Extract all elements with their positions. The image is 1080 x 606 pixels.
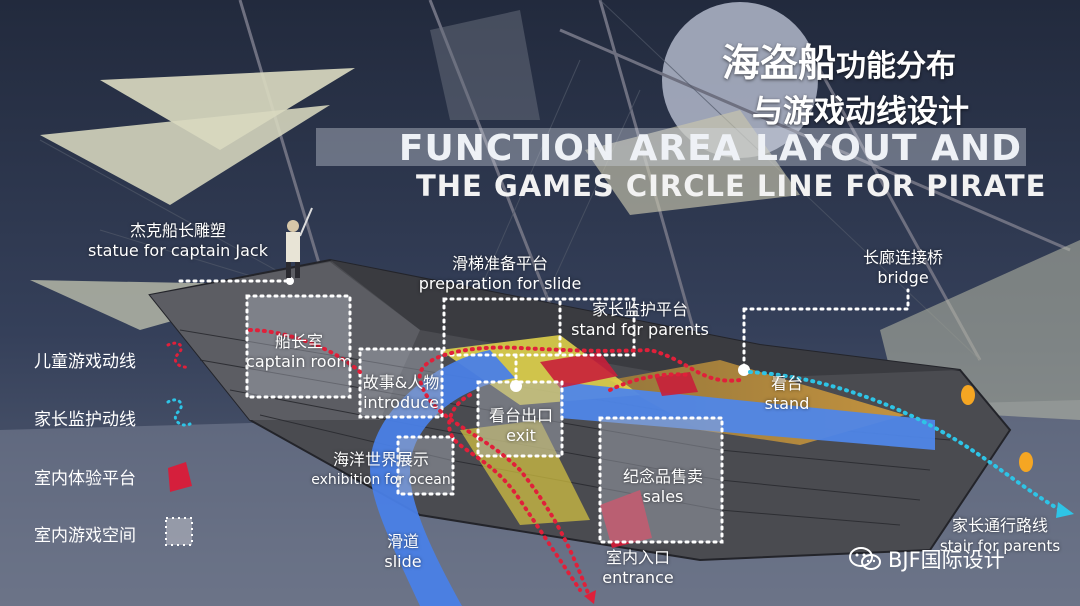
label-stand: 看台 stand [756,374,818,414]
introduce-box [358,347,444,419]
title-cn-line2: 与游戏动线设计 [752,94,969,130]
lanterns [961,385,1033,472]
hull-top [330,260,960,380]
parents-route-arrow [1056,502,1074,518]
parents-route [748,370,1062,512]
label-parents-route-en: stair for parents [939,537,1061,555]
label-slide: 滑道 slide [370,532,436,572]
label-introduce: 故事&人物 introduce [354,373,448,413]
legend-parents-route: 家长监护动线 [34,410,136,430]
exit-marker [510,380,522,392]
sail-center [585,110,800,215]
label-slide-cn: 滑道 [386,532,419,551]
title-en-line1-banner: FUNCTION AREA LAYOUT AND [316,128,1026,169]
bow [150,262,420,420]
children-route-arrow [584,590,596,604]
title-en-line1: FUNCTION AREA LAYOUT AND [398,128,1022,169]
label-bridge-cn: 长廊连接桥 [862,248,943,267]
label-exit: 看台出口 exit [476,406,566,446]
wechat-icon [849,547,881,570]
ocean-box [396,435,455,496]
label-bridge-en: bridge [877,268,929,287]
label-stand-cn: 看台 [770,374,803,393]
label-slide-prep-cn: 滑梯准备平台 [451,254,548,273]
label-parents-stand: 家长监护平台 stand for parents [560,300,720,340]
label-entrance-en: entrance [602,568,674,587]
stand-marker [738,364,750,376]
label-introduce-cn: 故事&人物 [362,373,440,392]
label-bridge: 长廊连接桥 bridge [848,248,958,288]
label-exit-en: exit [506,426,536,445]
captain-room-box [245,294,352,399]
watermark-text: BJF国际设计 [888,548,1005,572]
indoor-spaces [245,294,724,544]
red-dotted-route-icon [166,341,192,369]
exit-box [476,380,564,458]
label-sales-en: sales [642,487,684,506]
title-cn-line1-big: 海盗船 [722,41,837,85]
label-sales: 纪念品售卖 sales [610,467,716,507]
captain-jack-statue [286,207,313,278]
prep-box [442,297,636,357]
label-exit-cn: 看台出口 [488,406,553,425]
label-entrance-cn: 室内入口 [605,548,670,567]
label-ocean-en: exhibition for ocean [311,472,451,488]
sail-mid-left [40,105,330,205]
label-slide-prep: 滑梯准备平台 preparation for slide [410,254,590,294]
title-en-line2: THE GAMES CIRCLE LINE FOR PIRATE [416,169,1047,203]
label-statue-cn: 杰克船长雕塑 [129,221,226,240]
label-introduce-en: introduce [363,393,439,412]
label-stand-en: stand [764,394,810,413]
label-captain-room-cn: 船长室 [274,332,323,351]
moon [662,2,818,158]
red-platform-icon [168,462,192,492]
cyan-dotted-route-icon [166,398,192,427]
label-captain-room-en: captain room [246,352,352,371]
stand-platform [655,372,698,396]
label-sales-cn: 纪念品售卖 [622,467,703,486]
legend-children-route: 儿童游戏动线 [34,352,136,372]
leader-lines [178,279,910,388]
children-route [248,328,742,600]
slide-tube [370,350,515,606]
title-cn-line1-small: 功能分布 [836,49,957,84]
title-cn-line1: 海盗船功能分布 [722,32,956,87]
label-entrance: 室内入口 entrance [590,548,686,588]
label-statue: 杰克船长雕塑 statue for captain Jack [80,221,276,261]
label-parents-stand-cn: 家长监护平台 [591,300,688,319]
label-captain-room: 船长室 captain room [242,332,356,372]
legend-grey-space: 室内游戏空间 [34,526,136,546]
label-statue-en: statue for captain Jack [88,241,268,260]
sales-box [598,416,724,544]
prep-platform [540,352,618,388]
label-slide-en: slide [384,552,422,571]
label-slide-prep-en: preparation for slide [418,274,582,293]
sail-top-left [100,68,355,150]
bridge-deck [560,382,935,450]
label-parents-stand-en: stand for parents [571,320,709,339]
sail-dark [430,10,540,120]
label-parents-route-cn: 家长通行路线 [951,516,1048,535]
label-ocean-cn: 海洋世界展示 [332,450,429,469]
label-ocean: 海洋世界展示 exhibition for ocean [306,450,456,490]
entrance-platform [600,490,652,548]
legend-red-platform: 室内体验平台 [34,469,136,489]
watermark: BJF国际设计 [848,544,1005,574]
label-parents-route: 家长通行路线 stair for parents [926,516,1074,556]
statue-marker [286,277,294,285]
grey-space-icon [165,517,193,546]
